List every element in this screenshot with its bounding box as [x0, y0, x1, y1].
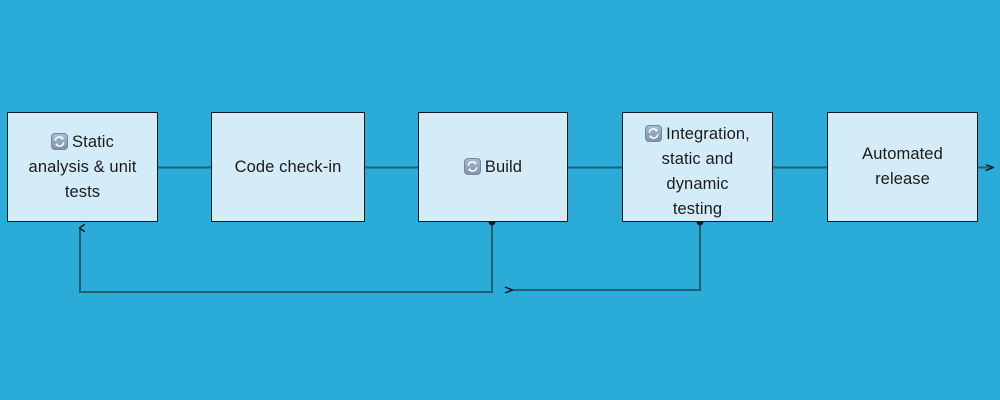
node-automated-release[interactable]: Automated release: [827, 112, 978, 222]
node-text-line: release: [875, 170, 930, 188]
node-label: Build: [458, 155, 528, 180]
node-text-line: Code check-in: [234, 157, 342, 176]
node-label: Code check-in: [229, 155, 348, 180]
node-text-line: Build: [484, 157, 523, 176]
node-code-check-in[interactable]: Code check-in: [211, 112, 365, 222]
node-text-line: tests: [64, 182, 101, 201]
node-label: Integration, static and dynamic testing: [639, 122, 756, 222]
edge-build-feedback: [78, 222, 493, 293]
node-integration-static-dynamic-testing[interactable]: Integration, static and dynamic testing: [622, 112, 773, 222]
node-text-line: Automated: [862, 145, 943, 163]
node-label: Automated release: [856, 142, 949, 192]
loop-icon: [51, 132, 69, 150]
loop-icon: [645, 125, 663, 142]
loop-icon: [463, 157, 481, 175]
node-build[interactable]: Build: [418, 112, 568, 222]
node-text-line: static and: [661, 150, 734, 168]
edge-integration-feedback: [512, 222, 701, 290]
node-text-line: Integration,: [666, 125, 750, 143]
node-text-line: dynamic: [666, 175, 729, 193]
node-static-analysis-unit-tests[interactable]: Static analysis & unit tests: [7, 112, 158, 222]
node-label: Static analysis & unit tests: [23, 130, 143, 205]
node-text-line: Static: [72, 132, 114, 151]
node-text-line: analysis & unit: [28, 157, 137, 176]
node-text-line: testing: [672, 200, 723, 218]
